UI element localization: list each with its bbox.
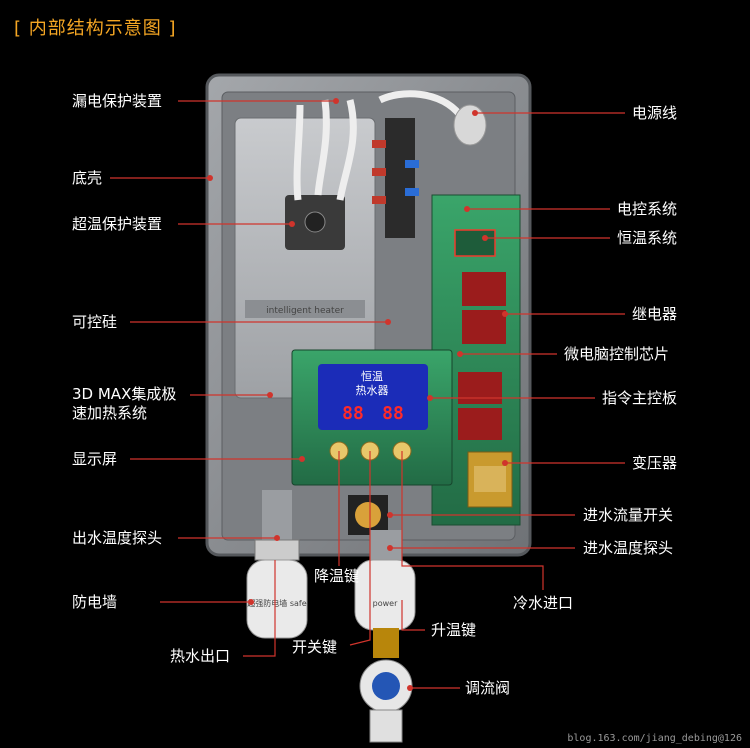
label-power-key: 开关键 <box>292 638 338 656</box>
label-heating-system-line2: 速加热系统 <box>72 404 148 422</box>
label-temp-up-key: 升温键 <box>431 621 477 639</box>
label-inlet-flow-switch: 进水流量开关 <box>583 506 674 524</box>
outlet-probe <box>254 539 300 561</box>
label-electronic-control: 电控系统 <box>617 200 678 218</box>
panel-line1: 恒温 <box>361 370 383 383</box>
label-flow-valve: 调流阀 <box>465 679 511 697</box>
label-thermostat: 恒温系统 <box>617 229 678 247</box>
probe-text-right: power <box>373 599 398 608</box>
label-hot-water-outlet: 热水出口 <box>170 647 231 665</box>
anti-shock-wall-outlet <box>246 559 308 639</box>
lcd-screen <box>318 364 428 430</box>
label-power-cord: 电源线 <box>632 104 678 122</box>
relay-1 <box>462 272 506 306</box>
label-temp-down-key: 降温键 <box>314 567 360 585</box>
panel-line2: 热水器 <box>356 384 389 397</box>
leader-dots <box>207 98 508 691</box>
label-bottom-shell: 底壳 <box>72 169 103 187</box>
label-inlet-temp-probe: 进水温度探头 <box>583 539 674 557</box>
label-anti-shock-wall: 防电墙 <box>72 593 118 611</box>
label-mcu-chip: 微电脑控制芯片 <box>564 345 670 363</box>
watermark: blog.163.com/jiang_debing@126 <box>567 733 742 744</box>
leader-lines <box>110 100 625 689</box>
label-display: 显示屏 <box>72 450 118 468</box>
label-thyristor: 可控硅 <box>72 313 118 331</box>
label-overheat-protection: 超温保护装置 <box>72 215 163 233</box>
label-main-board: 指令主控板 <box>602 389 678 407</box>
label-heating-system-line1: 3D MAX集成极 <box>72 385 177 403</box>
relay-4 <box>458 408 502 440</box>
terminal-strip <box>385 118 415 238</box>
label-leak-protection: 漏电保护装置 <box>72 92 163 110</box>
label-outlet-temp-probe: 出水温度探头 <box>72 529 163 547</box>
label-cold-water-inlet: 冷水进口 <box>513 594 574 612</box>
label-transformer: 变压器 <box>632 454 678 472</box>
probe-text-left: 超强防电墙 safe <box>247 598 306 608</box>
lcd-digits-left: 88 <box>342 403 364 424</box>
lcd-digits-right: 88 <box>382 403 404 424</box>
page-title: [ 内部结构示意图 ] <box>14 18 177 39</box>
anti-shock-wall-inlet <box>354 559 416 631</box>
power-cord-gland <box>453 104 487 146</box>
relay-2 <box>462 310 506 344</box>
relay-3 <box>458 372 502 404</box>
heater-brand-text: intelligent heater <box>266 306 344 316</box>
label-relay: 继电器 <box>632 305 678 323</box>
